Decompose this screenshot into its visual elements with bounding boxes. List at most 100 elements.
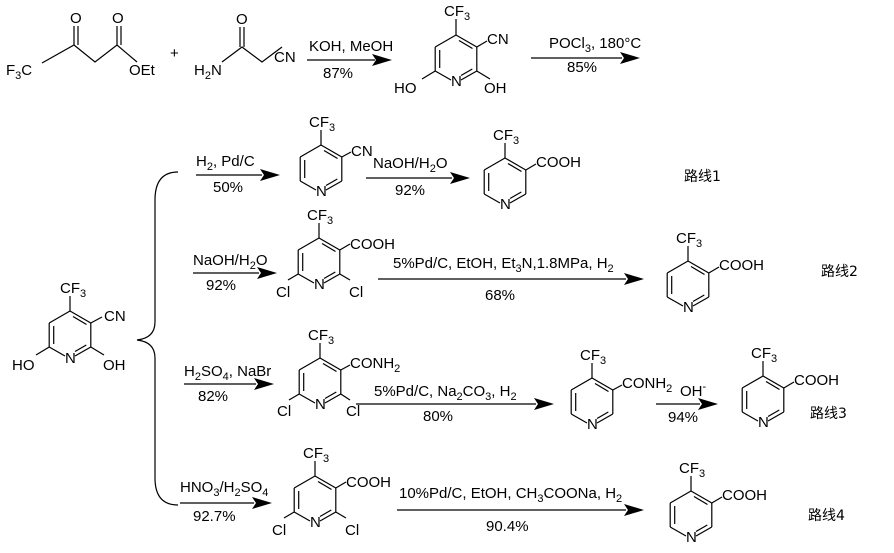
route3-product-cooh: COOH (794, 372, 839, 389)
route3-amide-n: N (315, 396, 326, 413)
start-oh: OH (103, 357, 126, 374)
route3-arrow-c (656, 398, 718, 410)
route1-label: 路线1 (684, 169, 721, 185)
route4-product: CF3 COOH N (669, 460, 767, 546)
route4-product-cf3: CF3 (679, 460, 705, 480)
route1-nitrile: CF3 CN N (299, 114, 373, 200)
route4-dichloro-acid: CF3 COOH Cl N Cl (272, 445, 391, 539)
route3-product-cf3: CF3 (751, 345, 777, 365)
branch-brace (136, 171, 179, 506)
route2-acid-cl2: Cl (349, 284, 363, 301)
route3-step-a-yield: 82% (198, 388, 228, 405)
start-cn: CN (104, 308, 126, 325)
cyanoacetamide: O H2N CN (194, 11, 296, 82)
route2-step-a-reagent: NaOH/H2O (193, 252, 267, 272)
dihydroxypyridine-intermediate: CF3 CN HO N OH (394, 3, 509, 97)
route3-arrow-a (184, 378, 274, 390)
route1-step-a-reagent: H2, Pd/C (196, 153, 255, 173)
route4-step-a-reagent: HNO3/H2SO4 (180, 479, 268, 499)
route3-step-b-reagent: 5%Pd/C, Na2CO3, H2 (374, 383, 517, 403)
route4-step-b-yield: 90.4% (486, 518, 529, 535)
step1-arrow (307, 54, 392, 66)
route2-product-cooh: COOH (719, 257, 764, 274)
route3-dichloro-amide: CF3 CONH2 Cl N Cl (277, 327, 400, 420)
route4-acid-n: N (310, 514, 321, 531)
route3-product-n: N (758, 414, 769, 431)
route3-step-c-reagent: OH- (680, 381, 707, 400)
route3-amide-cf3: CF3 (308, 327, 334, 347)
route1-product-n: N (500, 196, 511, 213)
route3-amide-cl1: Cl (277, 403, 291, 420)
start-pyridine: CF3 CN HO N OH (12, 280, 126, 374)
route3-amide2-conh2: CONH2 (622, 375, 672, 395)
route3-amide2-n: N (587, 416, 598, 433)
route2-arrow-b (378, 273, 644, 285)
step1-yield: 87% (323, 65, 353, 82)
route2-acid-cooh: COOH (350, 236, 395, 253)
ketoester-oet: OEt (129, 62, 156, 79)
route2-step-b-reagent: 5%Pd/C, EtOH, Et3N,1.8MPa, H2 (393, 255, 614, 275)
route1-arrow-b (366, 172, 470, 184)
route4-arrow-a (180, 497, 272, 509)
route4-acid-cooh: COOH (346, 474, 391, 491)
route1-product-cf3: CF3 (493, 127, 519, 147)
route2-acid-cl1: Cl (276, 284, 290, 301)
pyridone-oh: OH (484, 80, 507, 97)
step2-reagent: POCl3, 180°C (549, 35, 641, 55)
route3-amide2-cf3: CF3 (580, 347, 606, 367)
route1-nitrile-n: N (316, 183, 327, 200)
route3-step-c-yield: 94% (668, 409, 698, 426)
route3-label: 路线3 (810, 406, 847, 422)
route3-amide-conh2: CONH2 (350, 355, 400, 375)
route4-label: 路线4 (808, 508, 845, 524)
ketoester-o1: O (70, 10, 82, 27)
route4-arrow-b (397, 504, 644, 516)
ketoester-o2: O (112, 10, 124, 27)
cyanoacetamide-h2n: H2N (194, 62, 222, 82)
ketoester-cf3: F3C (6, 62, 32, 82)
route1-product: CF3 COOH N (483, 127, 581, 213)
route2-arrow-a (193, 267, 277, 279)
route3-arrow-b (356, 398, 554, 410)
step1-reagent: KOH, MeOH (309, 38, 393, 55)
route4-step-a-yield: 92.7% (193, 508, 236, 525)
route2-dichloro-acid: CF3 COOH Cl N Cl (276, 207, 395, 301)
start-ho: HO (12, 357, 35, 374)
route1-step-b-yield: 92% (395, 182, 425, 199)
route2-product-cf3: CF3 (676, 230, 702, 250)
route1-nitrile-cn: CN (351, 143, 373, 160)
pyridone-cf3: CF3 (444, 3, 470, 23)
route4-acid-cf3: CF3 (303, 445, 329, 465)
route1-arrow-a (196, 169, 280, 181)
route1-step-b-reagent: NaOH/H2O (373, 155, 447, 175)
start-cf3: CF3 (60, 280, 86, 300)
plus-sign: + (170, 45, 179, 62)
route2-acid-n: N (314, 276, 325, 293)
route2-label: 路线2 (821, 264, 858, 280)
route4-acid-cl2: Cl (345, 522, 359, 539)
route2-step-b-yield: 68% (485, 287, 515, 304)
route2-acid-cf3: CF3 (307, 207, 333, 227)
route4-product-n: N (686, 529, 697, 546)
cyanoacetamide-o: O (236, 11, 248, 28)
step2-yield: 85% (567, 59, 597, 76)
route4-product-cooh: COOH (722, 487, 767, 504)
pyridone-ho: HO (394, 80, 417, 97)
route1-step-a-yield: 50% (213, 179, 243, 196)
start-n: N (65, 350, 76, 367)
step2-arrow (531, 52, 640, 64)
route3-step-b-yield: 80% (423, 408, 453, 425)
pyridone-n: N (451, 73, 462, 90)
route3-amide-cl2: Cl (346, 403, 360, 420)
route3-product: CF3 COOH N (741, 345, 839, 431)
ethyl-trifluoroacetoacetate: O O F3C OEt (6, 10, 156, 82)
route3-amide: CF3 CONH2 N (570, 347, 672, 433)
route4-acid-cl1: Cl (272, 522, 286, 539)
route1-nitrile-cf3: CF3 (309, 114, 335, 134)
route2-step-a-yield: 92% (206, 277, 236, 294)
pyridone-cn: CN (487, 31, 509, 48)
route1-product-cooh: COOH (536, 154, 581, 171)
cyanoacetamide-cn: CN (274, 49, 296, 66)
route2-product-n: N (683, 299, 694, 316)
